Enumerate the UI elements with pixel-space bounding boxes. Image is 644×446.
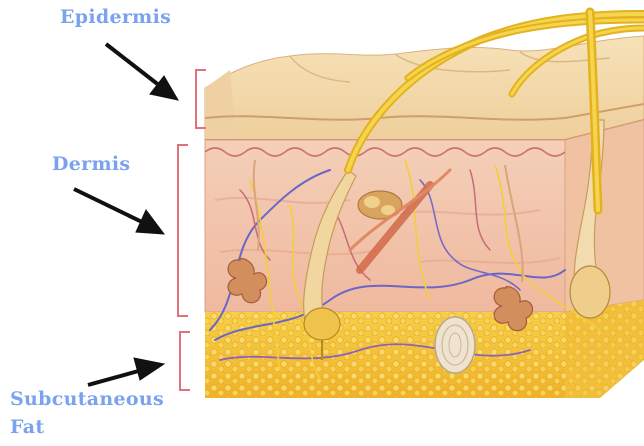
dermis-arrow (74, 189, 164, 234)
fat-label: Fat (10, 416, 44, 439)
subcutaneous-bracket (180, 332, 190, 390)
subcutaneous-label: Subcutaneous (10, 388, 164, 411)
epidermis-arrow (106, 44, 178, 100)
dermis-bracket (178, 145, 188, 316)
subcutaneous-arrow (88, 358, 164, 385)
dermis-label: Dermis (52, 153, 130, 176)
layer-brackets (178, 70, 206, 390)
epidermis-surface (205, 36, 644, 140)
epidermis-label: Epidermis (60, 6, 171, 29)
pointer-arrows (74, 44, 178, 385)
pacinian-corpuscle (435, 317, 475, 373)
